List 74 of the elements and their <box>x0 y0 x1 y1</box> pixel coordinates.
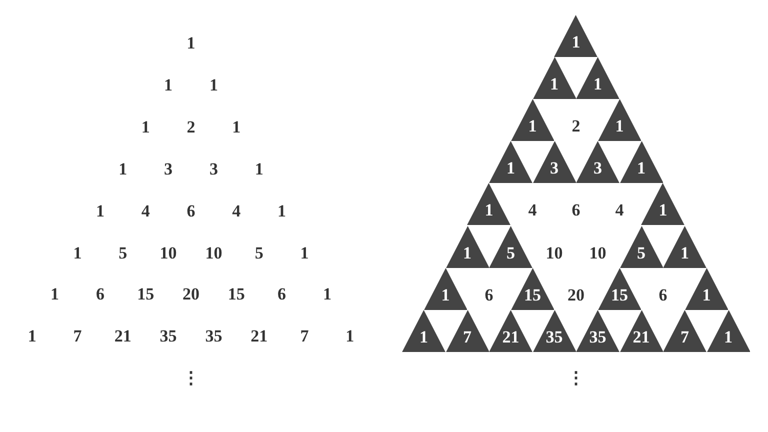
number: 1 <box>28 328 36 345</box>
number: 35 <box>589 328 606 346</box>
number: 1 <box>506 160 515 177</box>
number: 1 <box>322 286 332 303</box>
number: 6 <box>278 286 286 303</box>
number: 1 <box>118 160 128 178</box>
number: 35 <box>546 328 563 346</box>
number: 20 <box>568 286 584 304</box>
number: 1 <box>420 328 428 346</box>
number: 1 <box>141 118 150 136</box>
number: 1 <box>300 244 309 261</box>
number: 1 <box>346 328 354 345</box>
number: 6 <box>658 286 668 304</box>
number: 1 <box>96 202 104 220</box>
number: 1 <box>209 76 218 94</box>
number: 4 <box>232 202 241 220</box>
number: 21 <box>632 328 650 346</box>
number: 21 <box>114 328 132 345</box>
ellipsis: ⋮ <box>568 370 584 386</box>
number: 15 <box>611 286 628 304</box>
number: 15 <box>524 286 541 304</box>
number: 10 <box>546 244 563 261</box>
number: 1 <box>702 286 711 304</box>
number: 10 <box>589 244 606 261</box>
number: 1 <box>484 202 494 219</box>
number: 5 <box>506 244 515 261</box>
ellipsis: ⋮ <box>182 370 200 386</box>
number: 1 <box>232 118 241 136</box>
number: 21 <box>502 328 520 346</box>
number: 10 <box>160 244 177 261</box>
number: 6 <box>96 286 104 303</box>
number: 21 <box>250 328 268 345</box>
number: 1 <box>164 76 173 94</box>
number: 3 <box>164 160 173 178</box>
number: 1 <box>441 286 450 304</box>
number: 20 <box>182 286 200 303</box>
number: 7 <box>300 328 309 345</box>
number: 6 <box>186 202 196 220</box>
number: 1 <box>680 244 689 261</box>
number: 1 <box>186 34 196 52</box>
number: 3 <box>209 160 218 178</box>
number: 7 <box>73 328 82 345</box>
number: 2 <box>186 118 196 136</box>
number: 5 <box>254 244 264 261</box>
number: 5 <box>118 244 128 261</box>
number: 1 <box>254 160 264 178</box>
number: 1 <box>463 244 472 261</box>
number: 1 <box>658 202 668 219</box>
number: 1 <box>278 202 286 220</box>
number: 1 <box>528 118 537 135</box>
number: 15 <box>137 286 154 303</box>
number: 6 <box>484 286 494 304</box>
number: 1 <box>572 34 580 50</box>
number: 2 <box>572 118 580 135</box>
number: 7 <box>463 328 472 346</box>
number: 10 <box>205 244 222 261</box>
number: 4 <box>615 202 624 219</box>
number: 1 <box>50 286 60 303</box>
number: 15 <box>228 286 245 303</box>
number: 5 <box>637 244 646 261</box>
number: 4 <box>528 202 537 219</box>
number: 7 <box>680 328 689 346</box>
number: 35 <box>160 328 177 345</box>
number: 6 <box>572 202 580 219</box>
number: 1 <box>73 244 82 261</box>
number: 35 <box>205 328 222 345</box>
number: 3 <box>594 160 602 177</box>
number: 4 <box>141 202 150 220</box>
number: 1 <box>615 118 624 135</box>
number: 1 <box>594 76 602 93</box>
number: 1 <box>550 76 558 93</box>
number: 1 <box>724 328 732 346</box>
number: 1 <box>637 160 646 177</box>
number: 3 <box>550 160 558 177</box>
